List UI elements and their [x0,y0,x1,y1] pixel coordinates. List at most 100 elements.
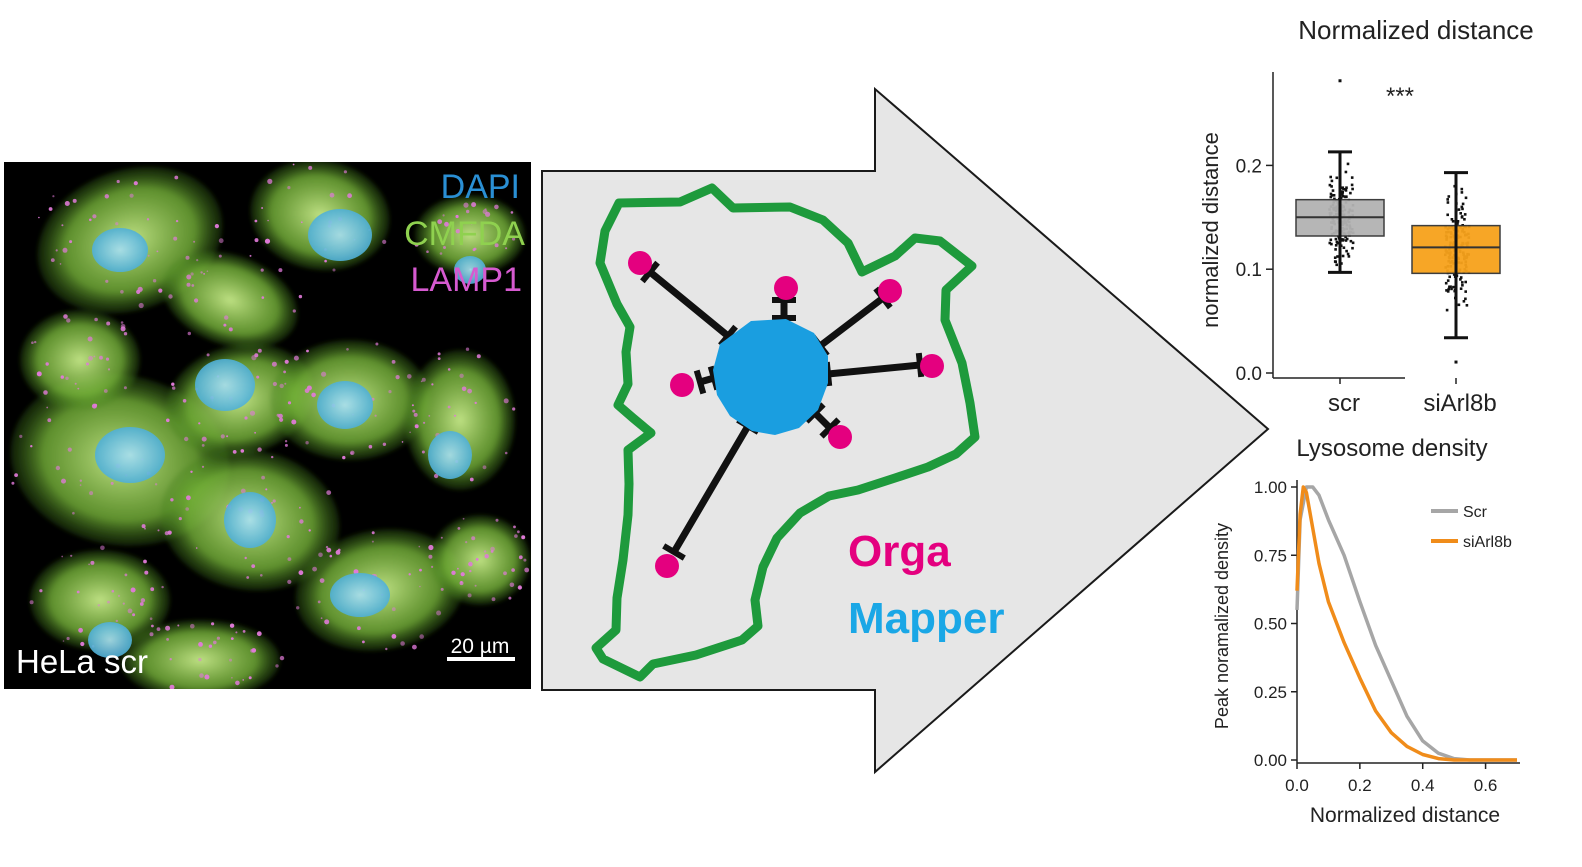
lysosome-dot [407,374,412,379]
lysosome-dot [208,644,213,648]
lysosome-dot [240,488,246,494]
boxplot-xtick-label: scr [1328,390,1360,417]
distance-endcap [819,417,841,439]
lysosome-dot [129,193,134,198]
lysosome-dot [347,193,352,199]
lysosome-dot [308,529,311,532]
lysosome-dot [174,175,179,180]
lysosome-dot [451,570,456,575]
lysosome-dot [198,657,202,662]
jitter-point [1461,207,1464,211]
lysosome-dot [484,554,489,559]
jitter-point [1334,260,1337,264]
lysosome-dot [120,324,126,329]
lysosome-dot [196,259,199,262]
lysosome-dot [461,386,467,392]
lysosome-dot [154,483,158,486]
lysosome-dot [431,565,434,569]
lysosome-dot [419,568,422,572]
cell-nucleus [195,359,255,411]
lysosome-dot [467,388,472,394]
lysosome-dot [211,622,215,626]
lysosome-dot [419,585,421,588]
lysosome-dot [260,268,264,272]
lysosome-dot [287,186,291,190]
lysosome-dot [518,555,523,560]
lysosome-dot [55,249,58,252]
lysosome-dot [64,201,70,206]
lysosome-dot [455,229,461,234]
density-ytick-label: 0.75 [1254,546,1287,565]
jitter-point [1461,284,1464,287]
lysosome-dot [395,375,400,380]
lysosome-dot [482,209,488,215]
lysosome-dot [169,684,175,689]
lysosome-dot [329,554,333,558]
lysosome-dot [185,507,189,511]
lysosome-dot [122,602,125,605]
cell-nucleus [88,622,132,658]
lysosome-dot [505,247,508,250]
lysosome-dot [229,658,232,662]
lysosome-dot [61,555,64,558]
lysosome-dot [201,436,207,442]
lysosome-dot [454,414,456,417]
boxplot-ytick-label: 0.1 [1236,260,1262,281]
lysosome-dot [421,450,425,454]
jitter-point [1351,187,1354,191]
lysosome-dot [324,619,330,625]
jitter-point [1446,279,1450,282]
jitter-point [1445,289,1448,292]
lysosome-dot [99,355,103,360]
lysosome-dot [242,679,244,681]
lysosome-dot [225,692,227,694]
lysosome-dot [420,380,423,383]
lysosome-dot [151,624,154,628]
lysosome-dot [140,598,146,603]
lysosome-dot [382,442,387,446]
lysosome-dot [191,284,195,287]
lysosome-dot [318,552,323,558]
jitter-point [1446,201,1450,204]
lysosome-dot [199,673,204,678]
lysosome-dot [503,243,505,245]
jitter-point [1450,287,1453,291]
lysosome-dot [419,634,425,639]
lysosome-dot [157,529,160,532]
lysosome-dot [279,417,284,422]
lysosome-dot [362,640,365,644]
lysosome-dot [92,214,97,219]
lysosome-dot [66,636,70,641]
jitter-point [1446,213,1449,217]
lysosome-dot [190,272,194,276]
lysosome-dot [317,600,321,604]
lysosome-dot [375,342,379,346]
lysosome-dot [412,644,417,650]
lysosome-dot [265,488,268,491]
lysosome-dot [177,624,180,627]
boxplot-ytick-label: 0.2 [1236,156,1262,177]
lysosome-dot [455,214,459,219]
lysosome-dot [409,431,411,434]
jitter-point [1351,241,1355,245]
lysosome-dot [279,655,285,661]
cell-body [162,251,298,349]
jitter-point [1459,287,1463,290]
lysosome-dot [186,282,191,287]
lysosome-dot [171,382,175,386]
jitter-point [1330,185,1333,188]
arrow-shape [541,86,1270,775]
lysosome-dot [343,170,347,174]
lysosome-dot [204,674,210,680]
jitter-point [1328,183,1332,187]
lysosome-dot [107,600,110,604]
lysosome-dot [320,617,323,620]
significance-marker: *** [1386,83,1414,110]
organelle-dot [670,373,694,397]
lysosome-dot [94,317,98,322]
cell-outline [591,183,980,682]
cell-body [20,310,140,410]
jitter-point [1447,287,1450,291]
lysosome-dot [43,390,48,395]
